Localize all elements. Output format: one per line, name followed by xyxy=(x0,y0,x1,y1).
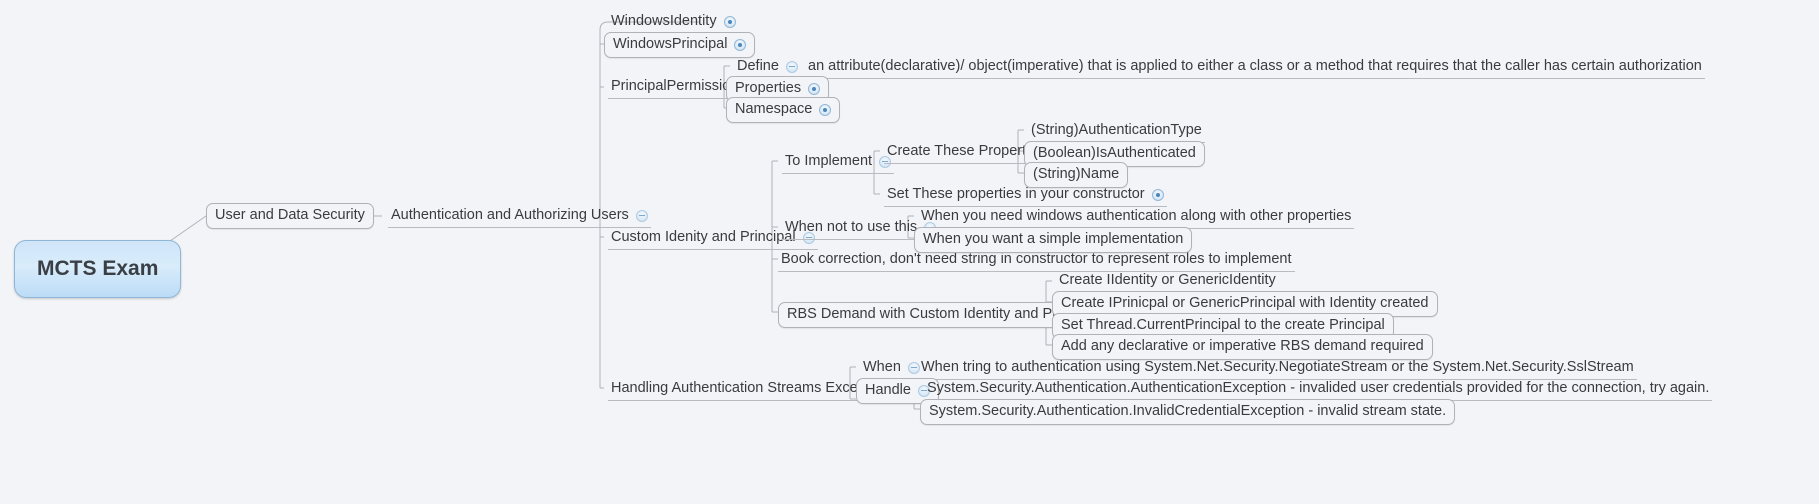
node-label: WindowsIdentity xyxy=(611,13,717,29)
node-label: When tring to authentication using Syste… xyxy=(921,359,1634,375)
node-label: PrincipalPermission xyxy=(611,78,739,94)
expanded-minus-bubble-icon[interactable] xyxy=(802,231,815,244)
node-want-simple-implementation[interactable]: When you want a simple implementation xyxy=(914,227,1193,253)
collapsed-dot-bubble-icon[interactable] xyxy=(734,38,747,51)
node-to-implement[interactable]: To Implement xyxy=(782,151,895,174)
node-label: an attribute(declarative)/ object(impera… xyxy=(808,58,1702,74)
expanded-minus-bubble-icon[interactable] xyxy=(879,155,892,168)
node-rbs-step-2[interactable]: Create IPrinicpal or GenericPrincipal wi… xyxy=(1052,291,1438,317)
collapsed-dot-bubble-icon[interactable] xyxy=(723,15,736,28)
node-label: Book correction, don't need string in co… xyxy=(781,251,1292,267)
node-prop-authentication-type[interactable]: (String)AuthenticationType xyxy=(1028,120,1205,143)
expanded-minus-bubble-icon[interactable] xyxy=(635,209,648,222)
node-when-description[interactable]: When tring to authentication using Syste… xyxy=(918,357,1637,380)
node-label: (Boolean)IsAuthenticated xyxy=(1033,145,1196,161)
node-label: Add any declarative or imperative RBS de… xyxy=(1061,338,1424,354)
node-label: System.Security.Authentication.InvalidCr… xyxy=(929,403,1447,419)
node-when[interactable]: When xyxy=(860,357,923,380)
node-label: Handling Authentication Streams Exceptio… xyxy=(611,380,897,396)
node-label: System.Security.Authentication.Authentic… xyxy=(927,380,1710,396)
node-authentication-and-authorizing-users[interactable]: Authentication and Authorizing Users xyxy=(388,205,651,228)
node-label: Define xyxy=(737,58,779,74)
collapsed-dot-bubble-icon[interactable] xyxy=(808,82,821,95)
node-label: When you need windows authentication alo… xyxy=(921,208,1352,224)
node-label: Set These properties in your constructor xyxy=(887,186,1145,202)
node-rbs-step-4[interactable]: Add any declarative or imperative RBS de… xyxy=(1052,334,1433,360)
node-handle[interactable]: Handle xyxy=(856,378,939,404)
node-label: When you want a simple implementation xyxy=(923,231,1184,247)
node-label: Namespace xyxy=(735,101,813,117)
node-set-these-properties-in-constructor[interactable]: Set These properties in your constructor xyxy=(884,184,1167,207)
node-namespace[interactable]: Namespace xyxy=(726,97,841,123)
collapsed-dot-bubble-icon[interactable] xyxy=(1151,188,1164,201)
node-user-and-data-security[interactable]: User and Data Security xyxy=(206,203,374,229)
node-windows-principal[interactable]: WindowsPrincipal xyxy=(604,32,756,58)
root-label: MCTS Exam xyxy=(37,257,159,280)
node-label: Authentication and Authorizing Users xyxy=(391,207,629,223)
collapsed-dot-bubble-icon[interactable] xyxy=(819,103,832,116)
node-book-correction[interactable]: Book correction, don't need string in co… xyxy=(778,249,1295,272)
node-label: When xyxy=(863,359,901,375)
node-label: Custom Idenity and Principal xyxy=(611,229,796,245)
node-handle-invalid-credential-exception[interactable]: System.Security.Authentication.InvalidCr… xyxy=(920,399,1456,425)
node-label: Create IIdentity or GenericIdentity xyxy=(1059,272,1276,288)
node-handle-authentication-exception[interactable]: System.Security.Authentication.Authentic… xyxy=(924,378,1713,401)
node-label: When not to use this xyxy=(785,219,918,235)
node-label: User and Data Security xyxy=(215,207,365,223)
node-label: Set Thread.CurrentPrincipal to the creat… xyxy=(1061,317,1385,333)
node-label: Properties xyxy=(735,80,802,96)
expanded-minus-bubble-icon[interactable] xyxy=(917,384,930,397)
node-prop-name[interactable]: (String)Name xyxy=(1024,162,1129,188)
node-label: RBS Demand with Custom Identity and Prin… xyxy=(787,306,1106,322)
node-label: (String)Name xyxy=(1033,166,1120,182)
node-label: Handle xyxy=(865,382,911,398)
node-define-description[interactable]: an attribute(declarative)/ object(impera… xyxy=(805,56,1705,79)
node-windows-identity[interactable]: WindowsIdentity xyxy=(608,11,739,34)
expanded-minus-bubble-icon[interactable] xyxy=(907,361,920,374)
expanded-minus-bubble-icon[interactable] xyxy=(785,60,798,73)
root-node[interactable]: MCTS Exam xyxy=(14,240,182,298)
node-label: Create These Properties xyxy=(887,143,1045,159)
node-label: (String)AuthenticationType xyxy=(1031,122,1202,138)
node-label: WindowsPrincipal xyxy=(613,36,728,52)
node-need-windows-authentication[interactable]: When you need windows authentication alo… xyxy=(918,206,1355,229)
node-rbs-step-1[interactable]: Create IIdentity or GenericIdentity xyxy=(1056,270,1279,293)
node-custom-identity-and-principal[interactable]: Custom Idenity and Principal xyxy=(608,227,818,250)
node-label: Create IPrinicpal or GenericPrincipal wi… xyxy=(1061,295,1429,311)
node-label: To Implement xyxy=(785,153,873,169)
